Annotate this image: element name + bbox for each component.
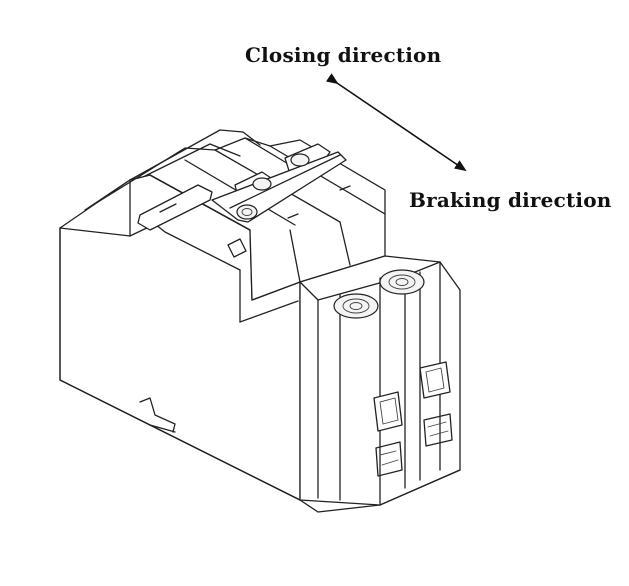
braking-direction-label: Braking direction (409, 188, 612, 212)
closing-direction-label: Closing direction (245, 43, 442, 67)
direction-arrow (325, 73, 467, 172)
toggle-handle (137, 143, 351, 231)
